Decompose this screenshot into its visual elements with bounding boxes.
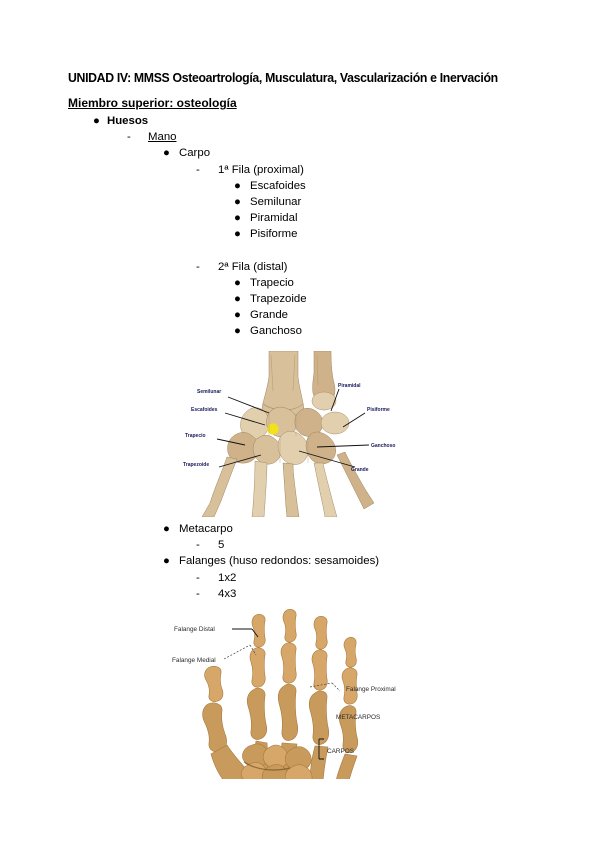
outline-item-label: Trapezoide bbox=[250, 293, 307, 306]
outline-item-label: 5 bbox=[218, 539, 225, 552]
outline-item: ● Semilunar bbox=[0, 194, 600, 210]
bullet-marker-icon: ● bbox=[163, 147, 170, 160]
bullet-marker-icon: ● bbox=[234, 228, 241, 241]
outline-item-label: Semilunar bbox=[250, 195, 302, 208]
outline-list-carpo: ● Huesos - Mano ● Carpo - 1ª Fila (proximal) ● Es… bbox=[0, 113, 600, 340]
outline-item-label: Piramidal bbox=[250, 212, 298, 225]
carpal-bones-illustration: Semilunar Escafoides Trapecio Trapezoide… bbox=[183, 351, 417, 517]
bullet-marker-icon: ● bbox=[234, 293, 241, 306]
bullet-marker-icon: ● bbox=[234, 276, 241, 289]
outline-item: ● Trapezoide bbox=[0, 291, 600, 307]
outline-item: ● Escafoides bbox=[0, 178, 600, 194]
figure-label: Escafoides bbox=[191, 407, 218, 413]
outline-item: - 4x3 bbox=[0, 586, 600, 602]
bullet-marker-icon: ● bbox=[163, 555, 170, 568]
outline-item: ● Piramidal bbox=[0, 210, 600, 226]
outline-item-label: Grande bbox=[250, 309, 288, 322]
dash-marker-icon: - bbox=[127, 131, 131, 144]
bullet-marker-icon: ● bbox=[234, 212, 241, 225]
figure-label: CARPOS bbox=[327, 748, 354, 755]
outline-spacer bbox=[0, 243, 600, 259]
outline-item: ● Huesos bbox=[0, 113, 600, 129]
outline-item-label: 2ª Fila (distal) bbox=[218, 260, 288, 273]
figure-carpal-bones: Semilunar Escafoides Trapecio Trapezoide… bbox=[183, 351, 417, 517]
outline-item: ● Pisiforme bbox=[0, 226, 600, 242]
outline-item: ● Trapecio bbox=[0, 275, 600, 291]
highlight-marker bbox=[267, 423, 279, 435]
outline-item: -5 bbox=[0, 537, 600, 553]
hand-skeleton-illustration: Falange Distal Falange Medial Falange Pr… bbox=[170, 607, 420, 779]
outline-item-label: Trapecio bbox=[250, 276, 294, 289]
outline-item-label: 4x3 bbox=[218, 587, 237, 600]
outline-item-label: Escafoides bbox=[250, 179, 306, 192]
figure-label: Trapezoide bbox=[183, 462, 209, 468]
outline-list-metacarpo: ●Metacarpo-5●Falanges (huso redondos: se… bbox=[0, 521, 600, 602]
dash-marker-icon: - bbox=[196, 539, 200, 552]
bullet-marker-icon: ● bbox=[234, 309, 241, 322]
outline-item: ● Ganchoso bbox=[0, 323, 600, 339]
figure-label: Falange Proximal bbox=[346, 686, 396, 693]
outline-item: ● Falanges (huso redondos: sesamoides) bbox=[0, 553, 600, 569]
dash-marker-icon: - bbox=[196, 163, 200, 176]
figure-label: Piramidal bbox=[338, 383, 361, 389]
outline-item-label: 1x2 bbox=[218, 571, 237, 584]
figure-label: Ganchoso bbox=[371, 443, 395, 449]
figure-label: Trapecio bbox=[185, 433, 206, 439]
bullet-marker-icon: ● bbox=[163, 523, 170, 535]
bullet-marker-icon: ● bbox=[234, 179, 241, 192]
figure-label: Falange Distal bbox=[174, 626, 215, 633]
outline-item-label: 1ª Fila (proximal) bbox=[218, 163, 304, 176]
outline-item: ● Metacarpo bbox=[0, 521, 600, 537]
page-subtitle: Miembro superior: osteología bbox=[68, 96, 237, 110]
figure-hand-skeleton: Falange Distal Falange Medial Falange Pr… bbox=[170, 607, 420, 779]
outline-item: - 1ª Fila (proximal) bbox=[0, 162, 600, 178]
bullet-marker-icon: ● bbox=[234, 195, 241, 208]
figure-label: Grande bbox=[351, 467, 369, 473]
bullet-marker-icon: ● bbox=[234, 325, 241, 338]
outline-item-label: Mano bbox=[148, 131, 177, 144]
outline-item-label: Ganchoso bbox=[250, 325, 302, 338]
page-title: UNIDAD IV: MMSS Osteoartrología, Muscula… bbox=[68, 70, 498, 85]
outline-item-label: Carpo bbox=[179, 147, 211, 160]
dash-marker-icon: - bbox=[196, 260, 200, 273]
outline-item: - 1x2 bbox=[0, 570, 600, 586]
figure-label: METACARPOS bbox=[336, 714, 380, 721]
figure-label: Pisiforme bbox=[367, 407, 390, 413]
bullet-marker-icon: ● bbox=[93, 115, 100, 127]
outline-item: - 2ª Fila (distal) bbox=[0, 259, 600, 275]
outline-item-label: Metacarpo bbox=[179, 523, 233, 535]
dash-marker-icon: - bbox=[196, 571, 200, 584]
figure-label: Semilunar bbox=[197, 389, 221, 395]
dash-marker-icon: - bbox=[196, 587, 200, 600]
outline-item: - Mano bbox=[0, 129, 600, 145]
outline-item-label: Falanges (huso redondos: sesamoides) bbox=[179, 555, 380, 568]
outline-item-label: Huesos bbox=[107, 115, 149, 127]
outline-item-label: Pisiforme bbox=[250, 228, 298, 241]
outline-item: ● Grande bbox=[0, 307, 600, 323]
figure-label: Falange Medial bbox=[172, 657, 216, 664]
outline-item: ● Carpo bbox=[0, 145, 600, 161]
